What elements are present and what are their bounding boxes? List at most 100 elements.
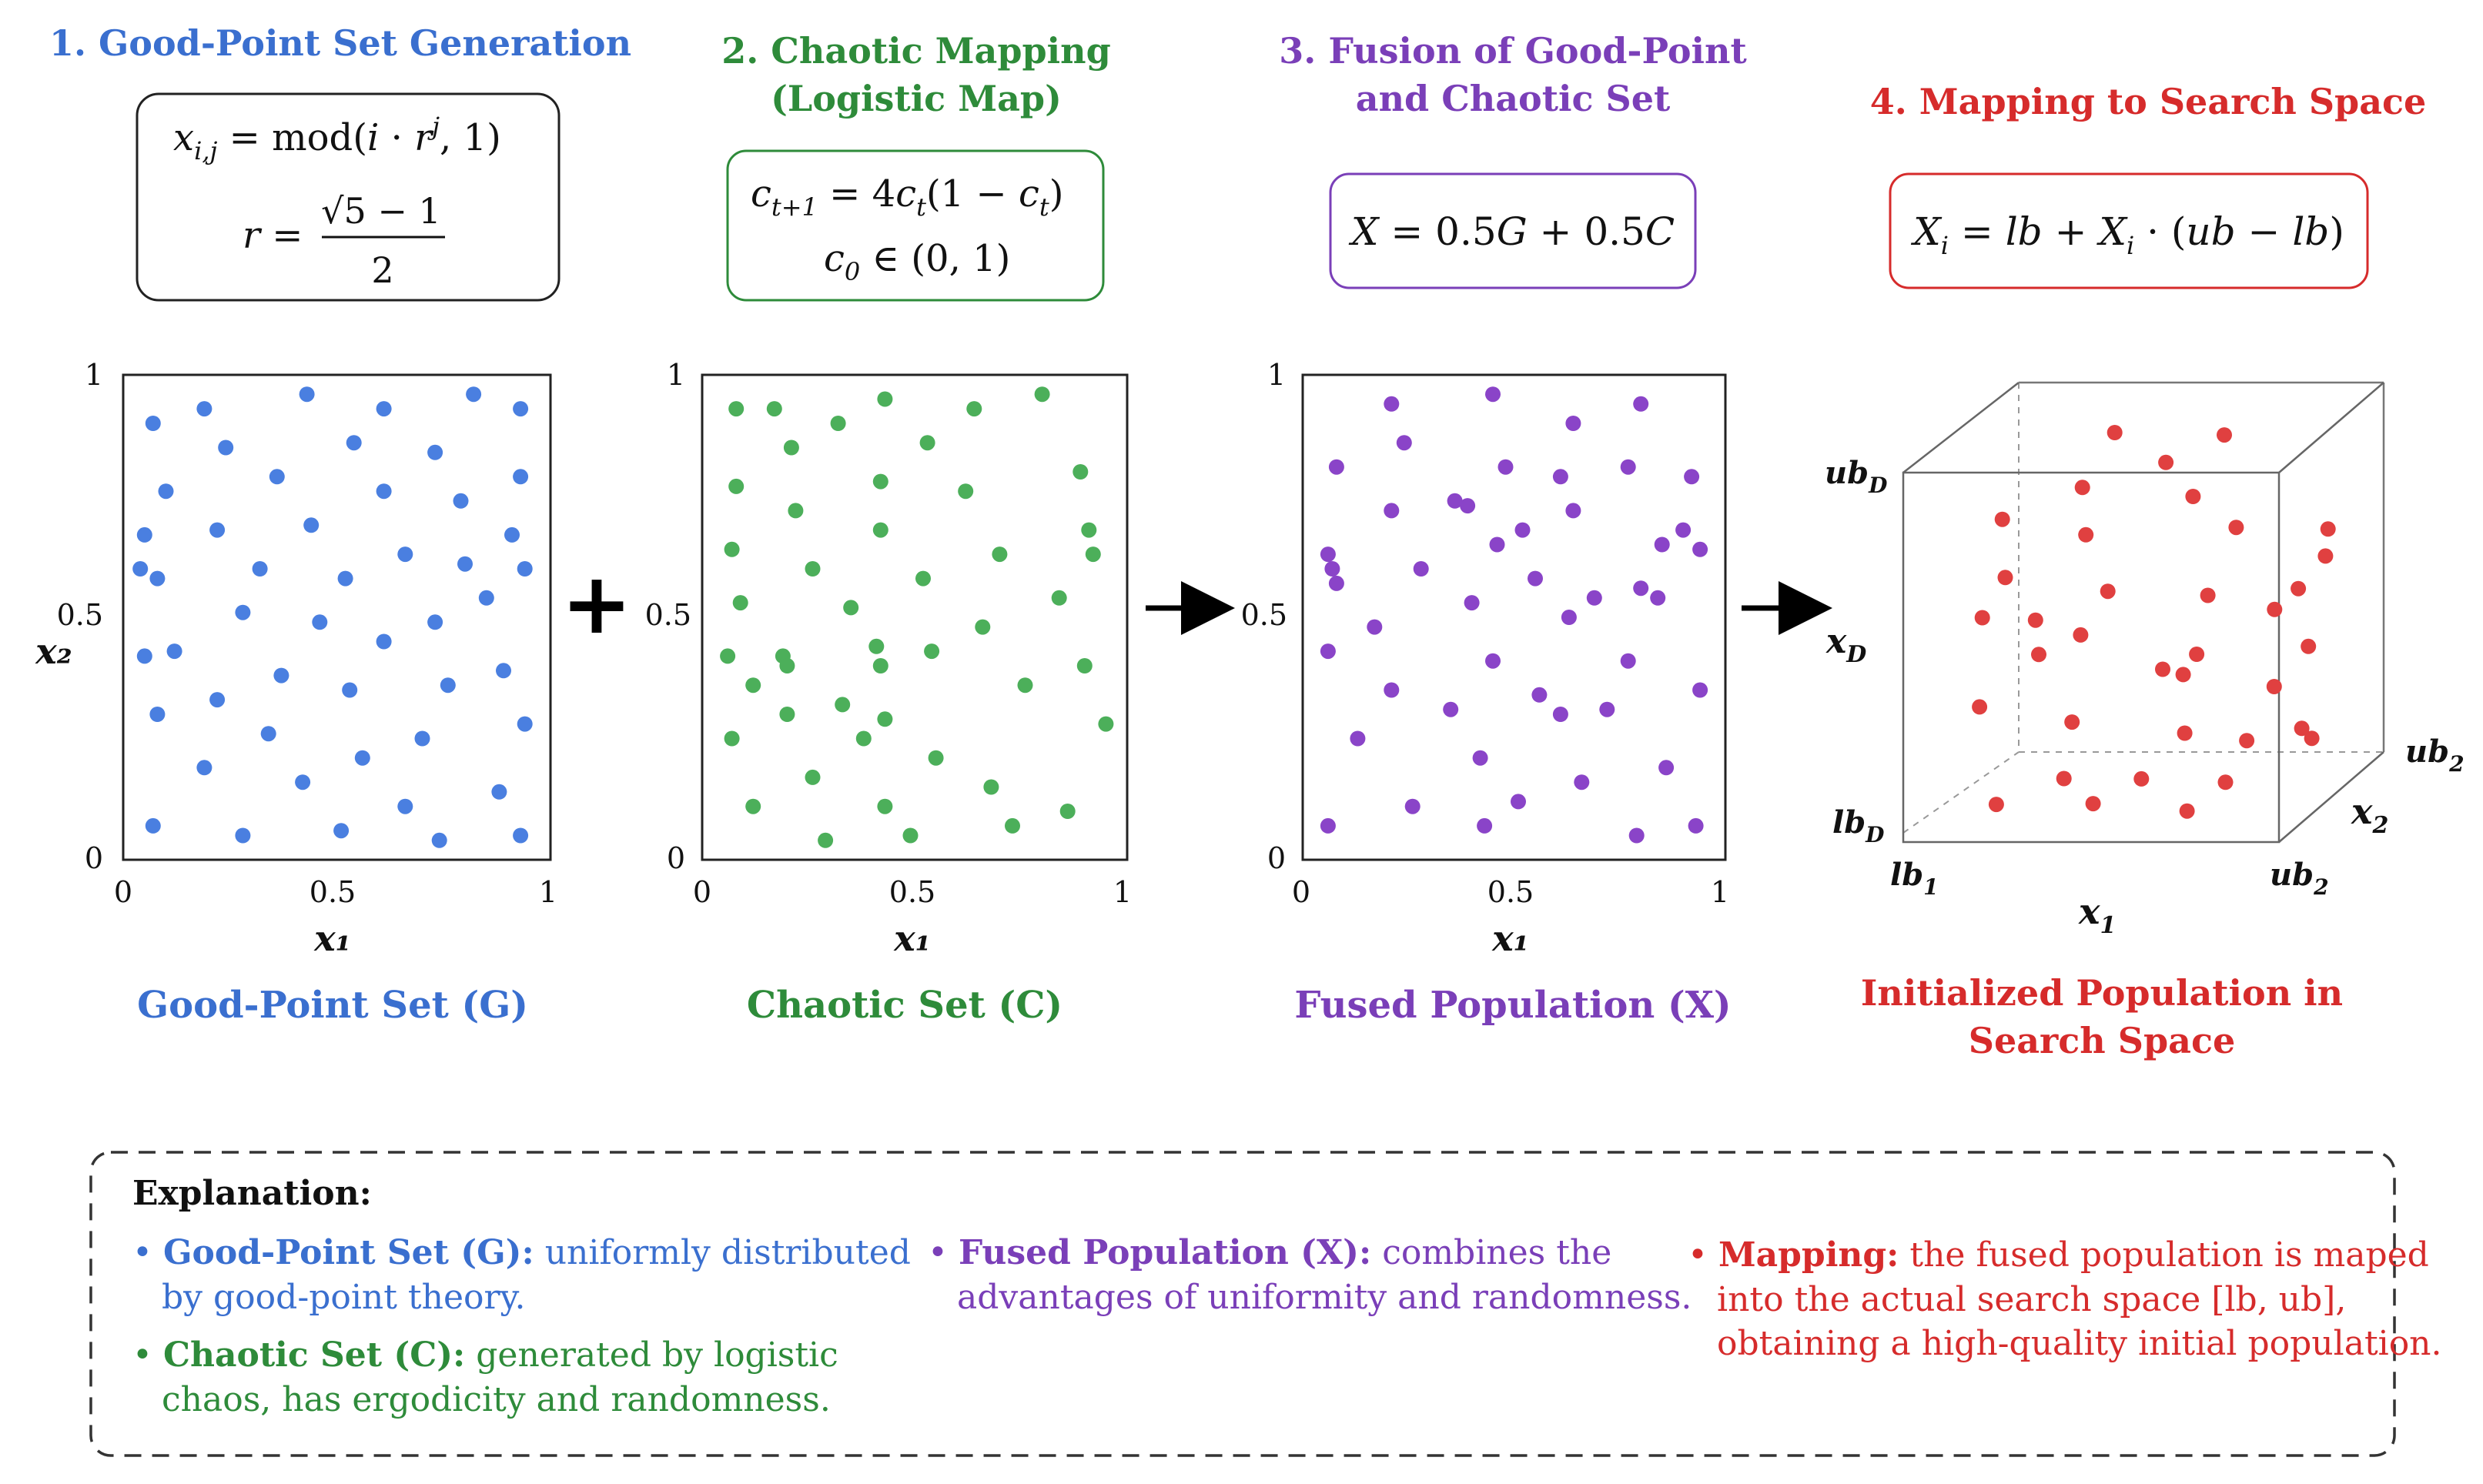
- formula-fusion: X = 0.5G + 0.5C: [1348, 209, 1675, 254]
- point-good-point: [513, 827, 529, 844]
- point-fusion: [1514, 522, 1531, 538]
- point-good-point: [235, 827, 251, 844]
- point-fusion: [1628, 827, 1645, 844]
- step3-title-line2: and Chaotic Set: [1356, 78, 1671, 119]
- point-fusion: [1472, 750, 1488, 766]
- ytick-1-good-point: 1: [85, 358, 103, 392]
- point-chaotic: [1005, 817, 1020, 834]
- ytick-0-chaotic: 0: [667, 841, 685, 875]
- point-chaotic: [720, 648, 736, 664]
- point-search-space: [2064, 714, 2080, 730]
- point-fusion: [1684, 469, 1700, 485]
- point-chaotic: [1076, 658, 1093, 673]
- formula-good-point-line1: xi,j = mod(i · rj, 1): [173, 112, 501, 165]
- point-fusion: [1552, 469, 1568, 485]
- point-good-point: [299, 386, 315, 403]
- point-search-space: [2301, 638, 2317, 654]
- label-lbD: lbD: [1832, 804, 1885, 847]
- xtick-0-chaotic: 0: [693, 875, 711, 909]
- point-search-space: [2073, 627, 2089, 643]
- point-fusion: [1384, 396, 1400, 412]
- point-chaotic: [805, 561, 821, 577]
- points-fusion: [1320, 386, 1708, 844]
- point-good-point: [218, 440, 234, 456]
- point-fusion: [1464, 595, 1480, 611]
- point-good-point: [132, 561, 149, 577]
- point-chaotic: [975, 619, 991, 635]
- point-search-space: [2031, 647, 2046, 663]
- point-search-space: [1994, 511, 2010, 527]
- point-chaotic: [1051, 590, 1067, 606]
- point-chaotic: [783, 440, 799, 456]
- xtick-1-fusion: 1: [1711, 875, 1729, 909]
- plot-frame-fusion: [1301, 373, 1727, 861]
- point-good-point: [252, 561, 268, 577]
- ytick-05-fusion: 0.5: [1241, 598, 1287, 632]
- bullet: •: [132, 1233, 163, 1272]
- point-search-space: [1997, 570, 2013, 586]
- point-fusion: [1320, 546, 1336, 563]
- point-fusion: [1320, 643, 1336, 660]
- point-chaotic: [779, 707, 795, 722]
- point-fusion: [1485, 386, 1501, 403]
- point-good-point: [235, 604, 251, 620]
- point-chaotic: [877, 798, 893, 814]
- explanation-item-mapping: • Mapping: the fused population is maped: [1688, 1235, 2429, 1275]
- plus-operator: +: [561, 554, 632, 653]
- point-good-point: [158, 483, 174, 500]
- point-chaotic: [877, 391, 893, 407]
- point-fusion: [1599, 701, 1615, 717]
- point-search-space: [2177, 725, 2193, 741]
- points-search-space: [1972, 425, 2336, 819]
- caption-mapping-line1: Initialized Population in: [1861, 972, 2343, 1014]
- point-search-space: [2175, 667, 2191, 683]
- point-search-space: [2100, 583, 2116, 600]
- point-search-space: [2228, 520, 2244, 536]
- x-label-good-point: x₁: [313, 917, 351, 959]
- point-chaotic: [835, 697, 851, 713]
- point-chaotic: [1081, 522, 1097, 538]
- point-fusion: [1485, 653, 1501, 669]
- xtick-05-chaotic: 0.5: [889, 875, 935, 909]
- point-good-point: [346, 435, 362, 451]
- point-good-point: [342, 682, 358, 698]
- point-search-space: [2200, 587, 2216, 603]
- point-good-point: [354, 750, 370, 766]
- point-good-point: [312, 614, 328, 630]
- cube-edge: [2278, 751, 2384, 843]
- label-xD: xD: [1825, 622, 1866, 668]
- point-fusion: [1633, 580, 1649, 597]
- point-chaotic: [805, 769, 821, 785]
- point-fusion: [1531, 687, 1548, 703]
- point-good-point: [295, 774, 311, 790]
- formula-box-chaotic: [726, 149, 1105, 302]
- point-search-space: [2304, 730, 2320, 747]
- label-x1-cube: x1: [2078, 891, 2116, 939]
- ytick-05-good-point: 0.5: [57, 598, 103, 632]
- point-chaotic: [919, 435, 935, 451]
- point-chaotic: [745, 677, 761, 694]
- point-search-space: [2217, 774, 2234, 790]
- point-chaotic: [818, 832, 834, 848]
- point-search-space: [2266, 679, 2282, 694]
- point-good-point: [149, 707, 166, 722]
- point-fusion: [1511, 794, 1526, 810]
- point-chaotic: [902, 827, 919, 844]
- xtick-05-good-point: 0.5: [310, 875, 356, 909]
- point-chaotic: [1059, 804, 1076, 819]
- point-good-point: [136, 648, 152, 664]
- point-good-point: [333, 823, 350, 839]
- ytick-1-fusion: 1: [1267, 358, 1286, 392]
- explanation-item-fusion: • Fused Population (X): combines the: [928, 1233, 1611, 1272]
- point-fusion: [1460, 498, 1476, 514]
- point-search-space: [2239, 733, 2255, 749]
- step1-title: 1. Good-Point Set Generation: [49, 22, 631, 64]
- explanation-item-good-point: • Good-Point Set (G): uniformly distribu…: [132, 1233, 911, 1272]
- point-good-point: [273, 667, 289, 684]
- point-fusion: [1328, 459, 1344, 475]
- point-good-point: [145, 416, 161, 431]
- point-chaotic: [868, 638, 885, 654]
- point-fusion: [1688, 817, 1704, 834]
- cube-front-face: [1902, 471, 2281, 844]
